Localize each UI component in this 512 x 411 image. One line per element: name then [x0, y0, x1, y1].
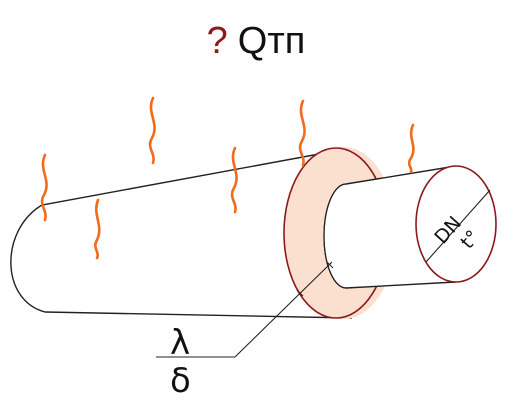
- conductivity-label: λ: [170, 323, 190, 363]
- heat-wave-icon: [230, 146, 238, 214]
- heat-wave-icon: [94, 198, 101, 260]
- heat-wave-icon: [40, 153, 48, 222]
- heat-wave-icon: [298, 99, 306, 167]
- diameter-line: [425, 189, 491, 263]
- heat-wave-icon: [407, 123, 415, 174]
- heat-loss-label: Qтп: [237, 20, 306, 62]
- heat-wave-icon: [148, 96, 156, 165]
- insulation-body-outline: [10, 151, 353, 319]
- inner-pipe-top-edge: [345, 165, 457, 185]
- heat-waves: [40, 96, 415, 260]
- leader-line: [156, 261, 333, 358]
- diagram-title: ?Qтп: [0, 20, 512, 63]
- pipe-end-face: [415, 165, 497, 283]
- question-mark: ?: [206, 20, 228, 62]
- thickness-label: δ: [170, 361, 191, 401]
- inner-pipe-bottom-edge: [345, 281, 457, 289]
